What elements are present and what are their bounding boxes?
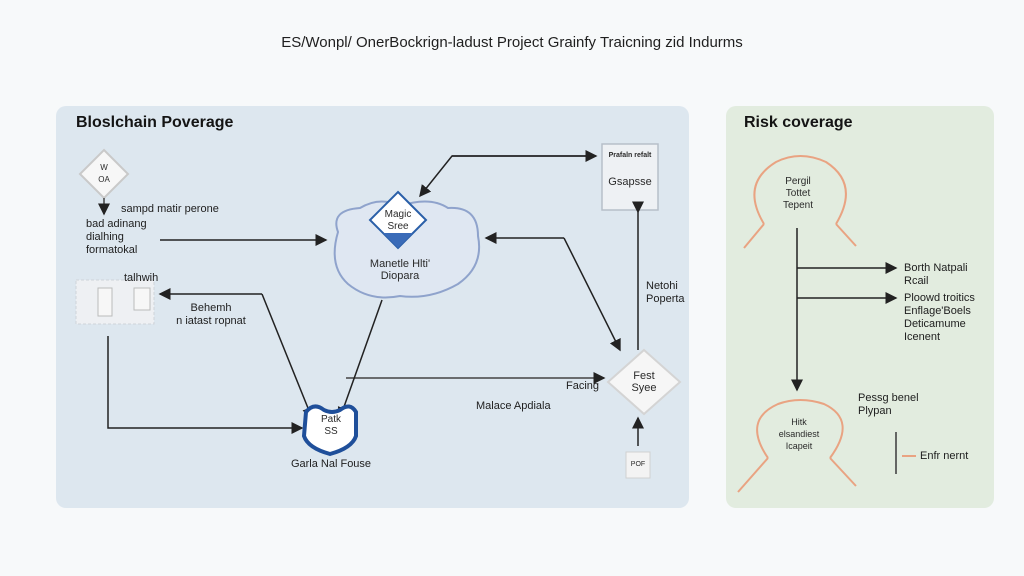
- process-box: [601, 143, 659, 211]
- blockchain-panel-title: Bloslchain Poverage: [76, 114, 234, 131]
- cloud-label: Manetle Hlti' Diopara: [369, 258, 431, 282]
- risk-coverage-panel: [726, 106, 994, 508]
- bottom-cycle-tail-left: [737, 457, 769, 493]
- bottom-stamp-node: [625, 451, 651, 479]
- top-cycle-tail-left: [743, 223, 765, 249]
- branch-2-label: Ploowd troitics Enflage'Boels Deticamume…: [904, 292, 975, 343]
- label-facing: Facing: [566, 380, 600, 392]
- stamp-label: talhwih: [124, 272, 159, 284]
- magic-diamond-node: [368, 190, 428, 250]
- fest-diamond-node: [606, 348, 682, 416]
- label-sample: sampd matir perone: [121, 203, 219, 215]
- arrow-box-to-diamond: [419, 155, 592, 198]
- label-malace: Malace Apdiala: [476, 400, 551, 412]
- risk-panel-title: Risk coverage: [744, 114, 853, 131]
- top-cycle-arc: [753, 155, 847, 225]
- fest-diamond-text: Fest Syee: [631, 370, 657, 394]
- blockchain-coverage-panel: [56, 106, 689, 508]
- label-netohi: Netohi Poperta: [646, 280, 685, 305]
- box-title: Prafaln refalt: [608, 152, 652, 159]
- bottom-cycle-text: Hitk elsandiest Icapeit: [778, 417, 820, 451]
- branch-1-label: Borth Natpali Rcail: [904, 262, 968, 287]
- enforcement-label: Enfr nernt: [920, 450, 969, 462]
- box-body: Gsapsse: [608, 176, 652, 188]
- top-cycle-text: Pergil Tottet Tepent: [782, 176, 814, 211]
- side-label: Pessg benel Plypan: [858, 392, 919, 417]
- top-diamond-text: W OA: [98, 163, 110, 184]
- arrow-to-shield-right: [337, 299, 383, 420]
- shield-label: Garla Nal Fouse: [290, 458, 372, 470]
- shield-node: [301, 404, 358, 457]
- bottom-cycle-arc: [756, 399, 844, 459]
- magic-diamond-text: Magic Sree: [384, 209, 412, 232]
- arrow-to-shield-left: [261, 293, 314, 420]
- arrow-to-fest: [563, 237, 621, 352]
- bottom-cycle-tail-right: [829, 457, 857, 487]
- top-cycle-tail-right: [835, 223, 857, 247]
- arrow-stamp-to-shield: [107, 336, 304, 434]
- label-left-block: bad adinang dialhing formatokal: [86, 218, 147, 256]
- stamp-icon-2: [133, 287, 151, 311]
- diagram-title: ES/Wonpl/ OnerBockrign-ladust Project Gr…: [281, 34, 743, 51]
- shield-text: Patk SS: [320, 414, 341, 437]
- stamp-icon: [97, 287, 113, 317]
- bottom-stamp-text: POF: [630, 461, 646, 468]
- cloud-node: [333, 200, 480, 299]
- label-behenth: Behemh n iatast ropnat: [176, 302, 246, 327]
